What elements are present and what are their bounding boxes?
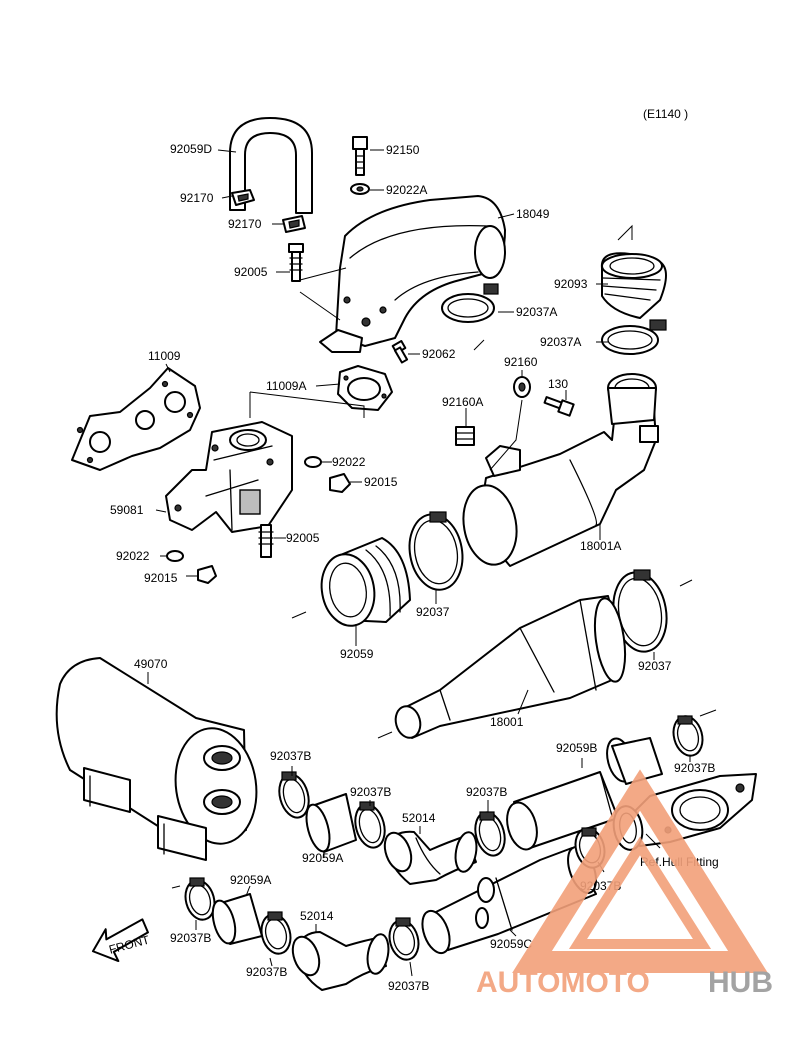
label-92059D: 92059D [170, 142, 212, 156]
clamp-92037A-upper [441, 283, 499, 323]
label-92022-a: 92022 [332, 455, 366, 469]
gasket-11009A [337, 365, 393, 411]
hose-92059A-a [305, 793, 357, 853]
manifold-59081 [165, 421, 293, 533]
clamp-92037B-6 [260, 911, 292, 955]
label-92170-b: 92170 [228, 217, 262, 231]
label-18049: 18049 [516, 207, 550, 221]
bolt-130 [543, 396, 575, 417]
washer-92022-a [304, 456, 322, 468]
label-92037A-a: 92037A [516, 305, 557, 319]
part-labels: 92059D 92170 92170 92005 92150 92022A 18… [110, 142, 719, 993]
label-130: 130 [548, 377, 568, 391]
label-92005-a: 92005 [234, 265, 268, 279]
washer-92022-b [166, 550, 184, 562]
label-18001A: 18001A [580, 539, 621, 553]
label-92037-b: 92037 [638, 659, 672, 673]
bolt-92150 [352, 136, 368, 176]
cone-18001 [394, 595, 627, 739]
label-59081: 59081 [110, 503, 144, 517]
label-49070: 49070 [134, 657, 168, 671]
label-52014-b: 52014 [300, 909, 334, 923]
label-18001: 18001 [490, 715, 524, 729]
fitting-92005-a [288, 243, 304, 282]
clamp-92170-a [231, 189, 255, 206]
elbow-52014-a [383, 830, 478, 885]
clamp-92037-a [408, 511, 464, 591]
clamp-92037A-lower [601, 319, 667, 355]
label-92015-a: 92015 [364, 475, 398, 489]
label-92037B-1: 92037B [270, 749, 311, 763]
gasket-11009 [71, 367, 201, 471]
clamp-92037B-5 [184, 877, 216, 921]
label-92037-a: 92037 [416, 605, 450, 619]
perspective-ticks [171, 224, 717, 889]
elbow-52014-b [291, 931, 390, 991]
muffler-49070 [55, 657, 258, 861]
label-92150: 92150 [386, 143, 420, 157]
label-92170-a: 92170 [180, 191, 214, 205]
label-92062: 92062 [422, 347, 456, 361]
front-arrow: FRONT [91, 918, 152, 963]
nut-92015-a [329, 473, 351, 493]
leader-lines [147, 149, 691, 977]
label-92160: 92160 [504, 355, 538, 369]
label-92037B-5: 92037B [170, 931, 211, 945]
label-11009: 11009 [148, 349, 181, 363]
diagram-code: (E1140 ) [643, 107, 688, 121]
label-92093: 92093 [554, 277, 588, 291]
hose-92059A-b [211, 893, 263, 945]
label-52014-a: 52014 [402, 811, 436, 825]
hose-92093 [600, 252, 667, 319]
label-92059B: 92059B [556, 741, 597, 755]
label-11009A: 11009A [266, 379, 306, 393]
clamp-92037B-1 [278, 771, 310, 819]
label-92160A: 92160A [442, 395, 483, 409]
watermark-text-hub: HUB [708, 966, 773, 999]
fitting-92005-b [258, 524, 274, 558]
spacer-92160 [513, 376, 531, 398]
pipe-18049 [319, 195, 506, 353]
hose-92059 [320, 537, 411, 627]
label-92037A-b: 92037A [540, 335, 581, 349]
label-92059: 92059 [340, 647, 374, 661]
label-92037B-4: 92037B [466, 785, 507, 799]
watermark-logo: AUTOMOTO HUB [476, 769, 773, 999]
label-92022-b: 92022 [116, 549, 150, 563]
clamp-92037B-7 [388, 917, 420, 961]
label-92037B-6: 92037B [246, 965, 287, 979]
label-92037B-2: 92037B [674, 761, 715, 775]
washer-92022A [350, 183, 370, 195]
clamp-92037B-3 [354, 801, 386, 849]
clamp-92037B-4 [474, 811, 506, 857]
watermark-text-automoto: AUTOMOTO [476, 966, 650, 999]
nut-92015-b [197, 565, 217, 584]
bolt-92062 [391, 340, 409, 364]
chamber-18001A [462, 373, 659, 567]
label-92022A: 92022A [386, 183, 427, 197]
damper-92160A [455, 426, 475, 446]
label-92037B-7: 92037B [388, 979, 429, 993]
label-92059A-a: 92059A [302, 851, 343, 865]
clamp-92170-b [282, 215, 306, 233]
label-92005-b: 92005 [286, 531, 320, 545]
label-92059C: 92059C [490, 937, 532, 951]
label-92015-b: 92015 [144, 571, 178, 585]
label-92037B-3: 92037B [350, 785, 391, 799]
clamp-92037B-2 [672, 715, 704, 757]
hose-92059B [506, 737, 663, 851]
label-92059A-b: 92059A [230, 873, 271, 887]
